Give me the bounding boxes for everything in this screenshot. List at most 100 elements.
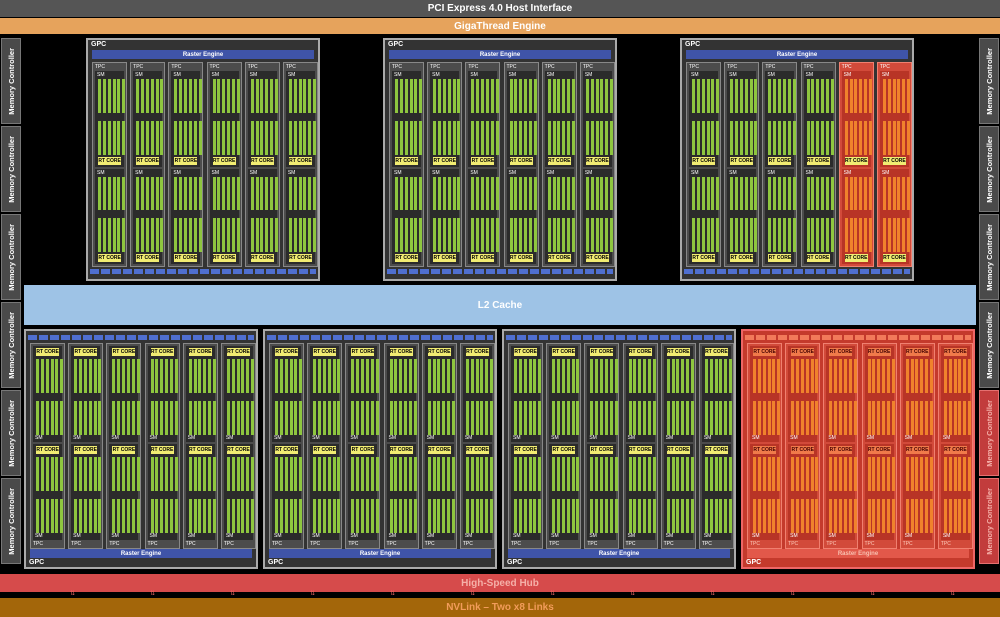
cuda-core-lane xyxy=(155,359,159,393)
sm-label: SM xyxy=(470,169,478,176)
cuda-core-lane xyxy=(692,79,695,113)
cuda-core-lane xyxy=(948,401,952,435)
cuda-core-lane xyxy=(155,401,159,435)
rt-core: RT CORE xyxy=(704,348,728,356)
cuda-core-lane xyxy=(571,499,575,533)
cuda-core-lane xyxy=(476,218,480,252)
cuda-core-lane xyxy=(288,176,292,211)
cuda-core-lane xyxy=(830,120,834,155)
cuda-core-lane xyxy=(943,359,947,393)
cuda-core-lane xyxy=(122,499,126,533)
pcie-label: PCI Express 4.0 Host Interface xyxy=(427,3,573,14)
cuda-core-lane xyxy=(524,176,528,211)
cuda-core-lane xyxy=(905,457,909,491)
cuda-core-lane xyxy=(117,457,121,491)
sm-label: SM xyxy=(97,169,105,176)
cuda-core-lane xyxy=(457,79,461,113)
memory-controller-label: Memory Controller xyxy=(6,311,16,379)
raster-engine: Raster Engine xyxy=(389,50,611,59)
cuda-core-lane xyxy=(117,120,121,155)
cuda-core-lane xyxy=(231,176,235,211)
cuda-core-lane xyxy=(968,401,972,435)
cuda-core-lane xyxy=(868,176,872,211)
cuda-core-lane xyxy=(208,401,212,435)
cuda-core-lane xyxy=(902,176,906,211)
cuda-core-lane xyxy=(79,401,83,435)
cuda-core-lane xyxy=(404,499,408,533)
cuda-core-lane xyxy=(907,79,911,113)
rt-core: RT CORE xyxy=(943,348,967,356)
cuda-core-lane xyxy=(585,79,589,113)
cuda-core-lane xyxy=(902,79,906,113)
cuda-core-lane xyxy=(729,499,733,533)
cuda-core-lane xyxy=(169,359,173,393)
cuda-core-lane xyxy=(566,457,570,491)
cuda-core-lane xyxy=(102,176,106,211)
cuda-core-lane xyxy=(174,120,178,155)
cuda-core-lane xyxy=(864,120,868,155)
cuda-core-lane xyxy=(208,359,212,393)
cuda-core-lane xyxy=(557,120,561,155)
cuda-core-lane xyxy=(787,218,791,252)
cuda-core-lane xyxy=(811,120,815,155)
cuda-core-lane xyxy=(155,176,159,211)
hub-arrow: ⇅ xyxy=(790,591,796,597)
cuda-core-lane xyxy=(236,401,240,435)
cuda-core-lane xyxy=(375,359,379,393)
gpc-label: GPC xyxy=(685,41,701,48)
cuda-core-lane xyxy=(739,176,743,211)
cuda-core-lane xyxy=(203,499,207,533)
cuda-core-lane xyxy=(749,176,753,211)
cuda-core-lane xyxy=(744,176,748,211)
sm-label: SM xyxy=(149,435,158,441)
cuda-core-lane xyxy=(638,499,642,533)
cuda-core-lane xyxy=(796,359,800,393)
cuda-core-lane xyxy=(485,457,489,491)
cuda-core-lane xyxy=(825,79,829,113)
cuda-core-lane xyxy=(126,457,130,491)
cuda-core-lane xyxy=(614,499,618,533)
gpc-label: GPC xyxy=(29,559,45,566)
cuda-core-lane xyxy=(475,457,479,491)
cuda-core-lane xyxy=(250,120,254,155)
cuda-core-lane xyxy=(293,79,297,113)
cuda-core-lane xyxy=(633,401,637,435)
cuda-core-lane xyxy=(518,401,522,435)
cuda-core-lane xyxy=(198,120,202,155)
cuda-core-lane xyxy=(735,218,739,252)
memory-controller-label: Memory Controller xyxy=(6,399,16,467)
cuda-core-lane xyxy=(356,401,360,435)
cuda-core-lane xyxy=(963,401,967,435)
cuda-core-lane xyxy=(567,176,571,211)
cuda-core-lane xyxy=(36,401,39,435)
cuda-core-lane xyxy=(481,176,485,211)
sm-label: SM xyxy=(942,533,951,539)
l2-cache: L2 Cache xyxy=(24,285,976,325)
sm-label: SM xyxy=(35,435,43,441)
cuda-core-lane xyxy=(361,499,365,533)
rt-core: RT CORE xyxy=(552,446,576,454)
cuda-core-lane xyxy=(169,457,173,491)
cuda-core-lane xyxy=(523,401,527,435)
cuda-core-lane xyxy=(792,120,796,155)
tpc-label: TPC xyxy=(727,64,738,70)
sm-label: SM xyxy=(73,533,81,539)
cuda-core-lane xyxy=(690,499,694,533)
sm-label: SM xyxy=(388,435,397,441)
cuda-core-lane xyxy=(943,401,947,435)
cuda-core-lane xyxy=(800,499,804,533)
cuda-core-lane xyxy=(337,401,341,435)
cuda-core-lane xyxy=(404,120,408,155)
cuda-core-lane xyxy=(475,499,479,533)
rt-core: RT CORE xyxy=(427,446,451,454)
cuda-core-lane xyxy=(236,79,240,113)
